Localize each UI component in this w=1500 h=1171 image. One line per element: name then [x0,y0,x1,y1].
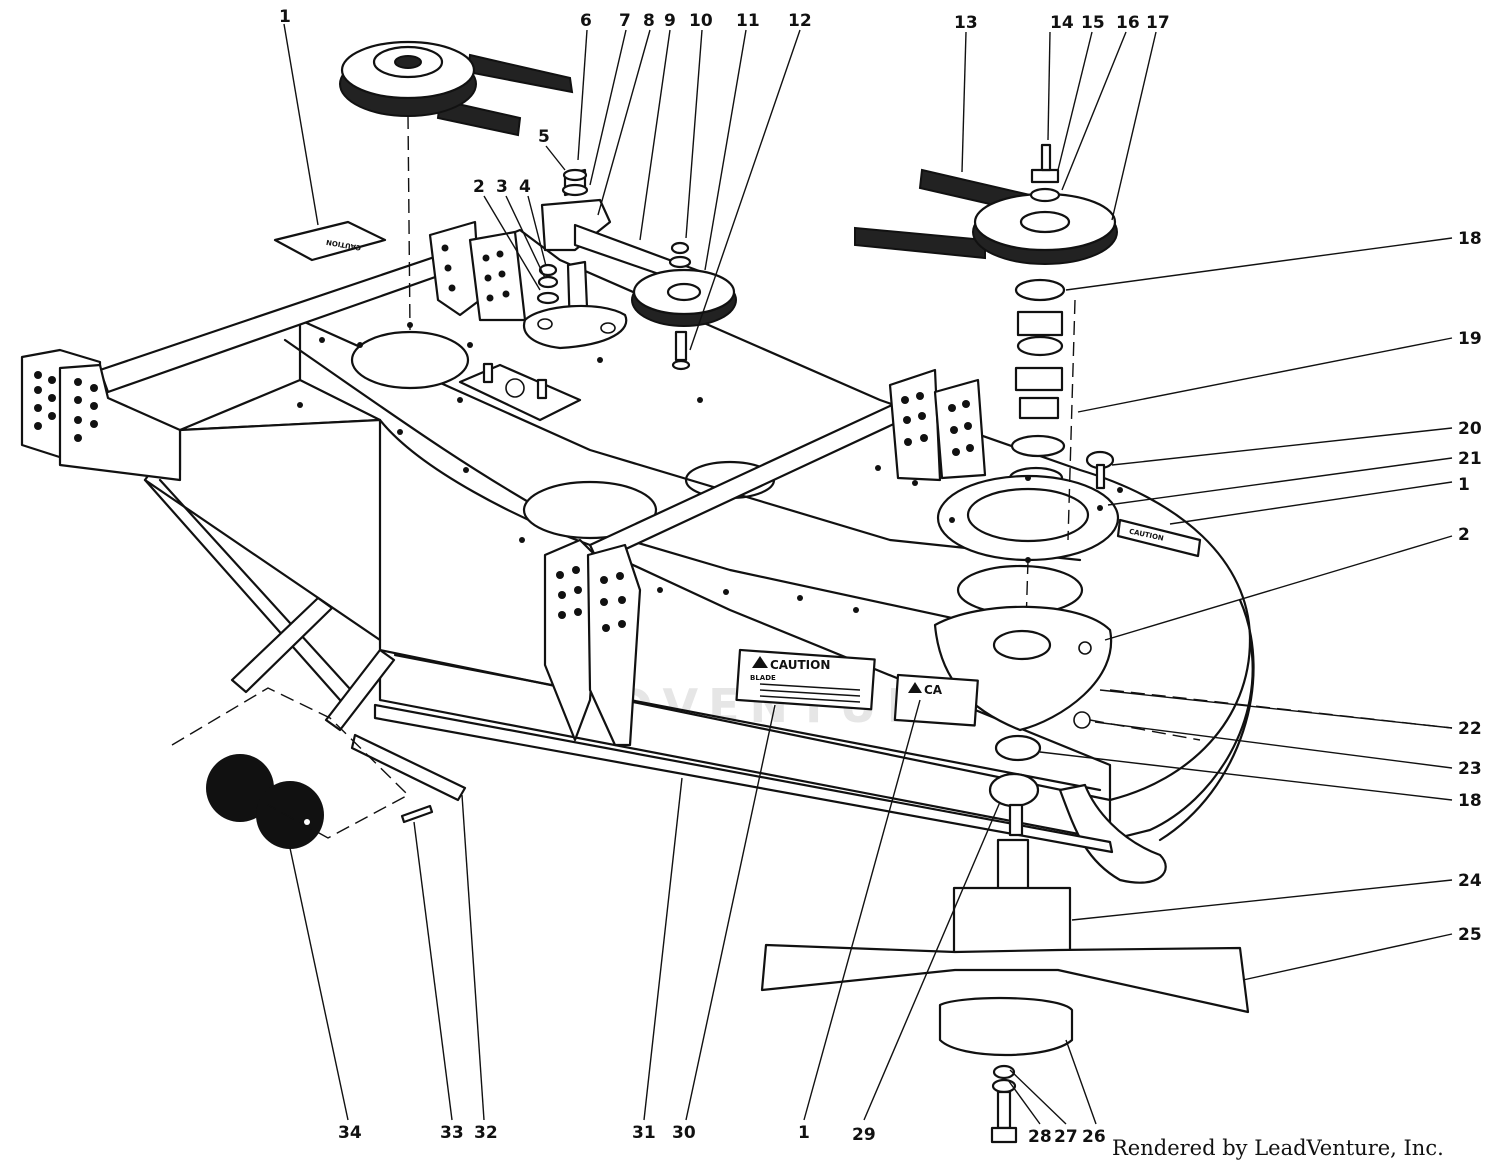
deck-housing [143,228,1255,884]
gauge-wheel-assembly [206,596,467,849]
callout-26: 26 [1082,1127,1106,1147]
callout-8: 8 [643,11,655,31]
callout-27: 27 [1054,1127,1078,1147]
carriage-bolt-20 [1085,450,1115,490]
callout-18-top: 18 [1458,229,1482,249]
spindle-housing-flange [936,474,1120,563]
callout-15: 15 [1081,13,1105,33]
callout-9: 9 [664,11,676,31]
callout-13: 13 [954,13,978,33]
front-hanger-bar [543,390,930,747]
left-spindle-pulley [339,40,574,137]
callout-14: 14 [1050,13,1074,33]
callout-1-right: 1 [1458,475,1470,495]
callout-22: 22 [1458,719,1482,739]
callout-labels: 1 6 7 8 9 10 11 12 13 14 15 16 17 5 2 3 … [279,7,1482,1147]
caution-decal-title: CA [924,683,943,697]
caution-decal-title: CAUTION [770,658,830,672]
caution-decal-front-main: CAUTION BLADE [735,648,876,711]
callout-2-right: 2 [1458,525,1470,545]
callout-12: 12 [788,11,812,31]
callout-16: 16 [1116,13,1140,33]
idler-assembly [522,168,737,371]
render-credit: Rendered by LeadVenture, Inc. [1112,1136,1444,1160]
callout-21: 21 [1458,449,1482,469]
blade-assembly [760,838,1250,1144]
caution-decal-subtitle: BLADE [750,674,776,682]
callout-24: 24 [1458,871,1482,891]
caution-decal-top-left: CAUTION [273,220,387,262]
gauge-wheel-34-rear [256,781,324,849]
blade-hub-26 [938,996,1074,1057]
callout-31: 31 [632,1123,656,1143]
callout-34: 34 [338,1123,362,1143]
belt-segment-upper [466,53,574,94]
callout-6: 6 [580,11,592,31]
center-bracket [458,362,582,422]
callout-2-top: 2 [473,177,485,197]
callout-28: 28 [1028,1127,1052,1147]
belt-segment-lower [854,226,986,260]
callout-20: 20 [1458,419,1482,439]
right-spindle-offset-line [1067,299,1076,541]
spindle-housing-lower [933,605,1113,837]
callout-4: 4 [519,177,531,197]
callout-7: 7 [619,11,631,31]
callout-33: 33 [440,1123,464,1143]
explode-dash-extras [1089,689,1453,741]
front-right-bracket [888,368,987,482]
rear-hanger-bar [20,243,480,482]
callout-32: 32 [474,1123,498,1143]
callout-1-bottom: 1 [798,1123,810,1143]
blade-25 [760,943,1250,1014]
callout-19: 19 [1458,329,1482,349]
gauge-wheel-34-front [206,754,274,822]
caution-decal-deck-right: CAUTION [1116,518,1202,558]
left-spindle-opening [350,330,470,390]
callout-25: 25 [1458,925,1482,945]
center-spindle-opening [522,480,658,540]
callout-10: 10 [689,11,713,31]
callout-1-top: 1 [279,7,291,27]
callout-11: 11 [736,11,760,31]
rear-right-bracket [428,220,527,322]
callout-5: 5 [538,127,550,147]
left-spindle-centerline [407,114,411,331]
leader-lines [283,23,1453,1125]
callout-30: 30 [672,1123,696,1143]
gauge-wheel-explode-lines [171,687,410,839]
callout-3: 3 [496,177,508,197]
right-spindle-pulley [854,143,1118,265]
idler-small-parts-2-3-4 [536,263,560,305]
callout-17: 17 [1146,13,1170,33]
callout-29: 29 [852,1125,876,1145]
caution-decal-front-second: CA [893,673,979,727]
callout-23: 23 [1458,759,1482,779]
callout-18-bottom: 18 [1458,791,1482,811]
